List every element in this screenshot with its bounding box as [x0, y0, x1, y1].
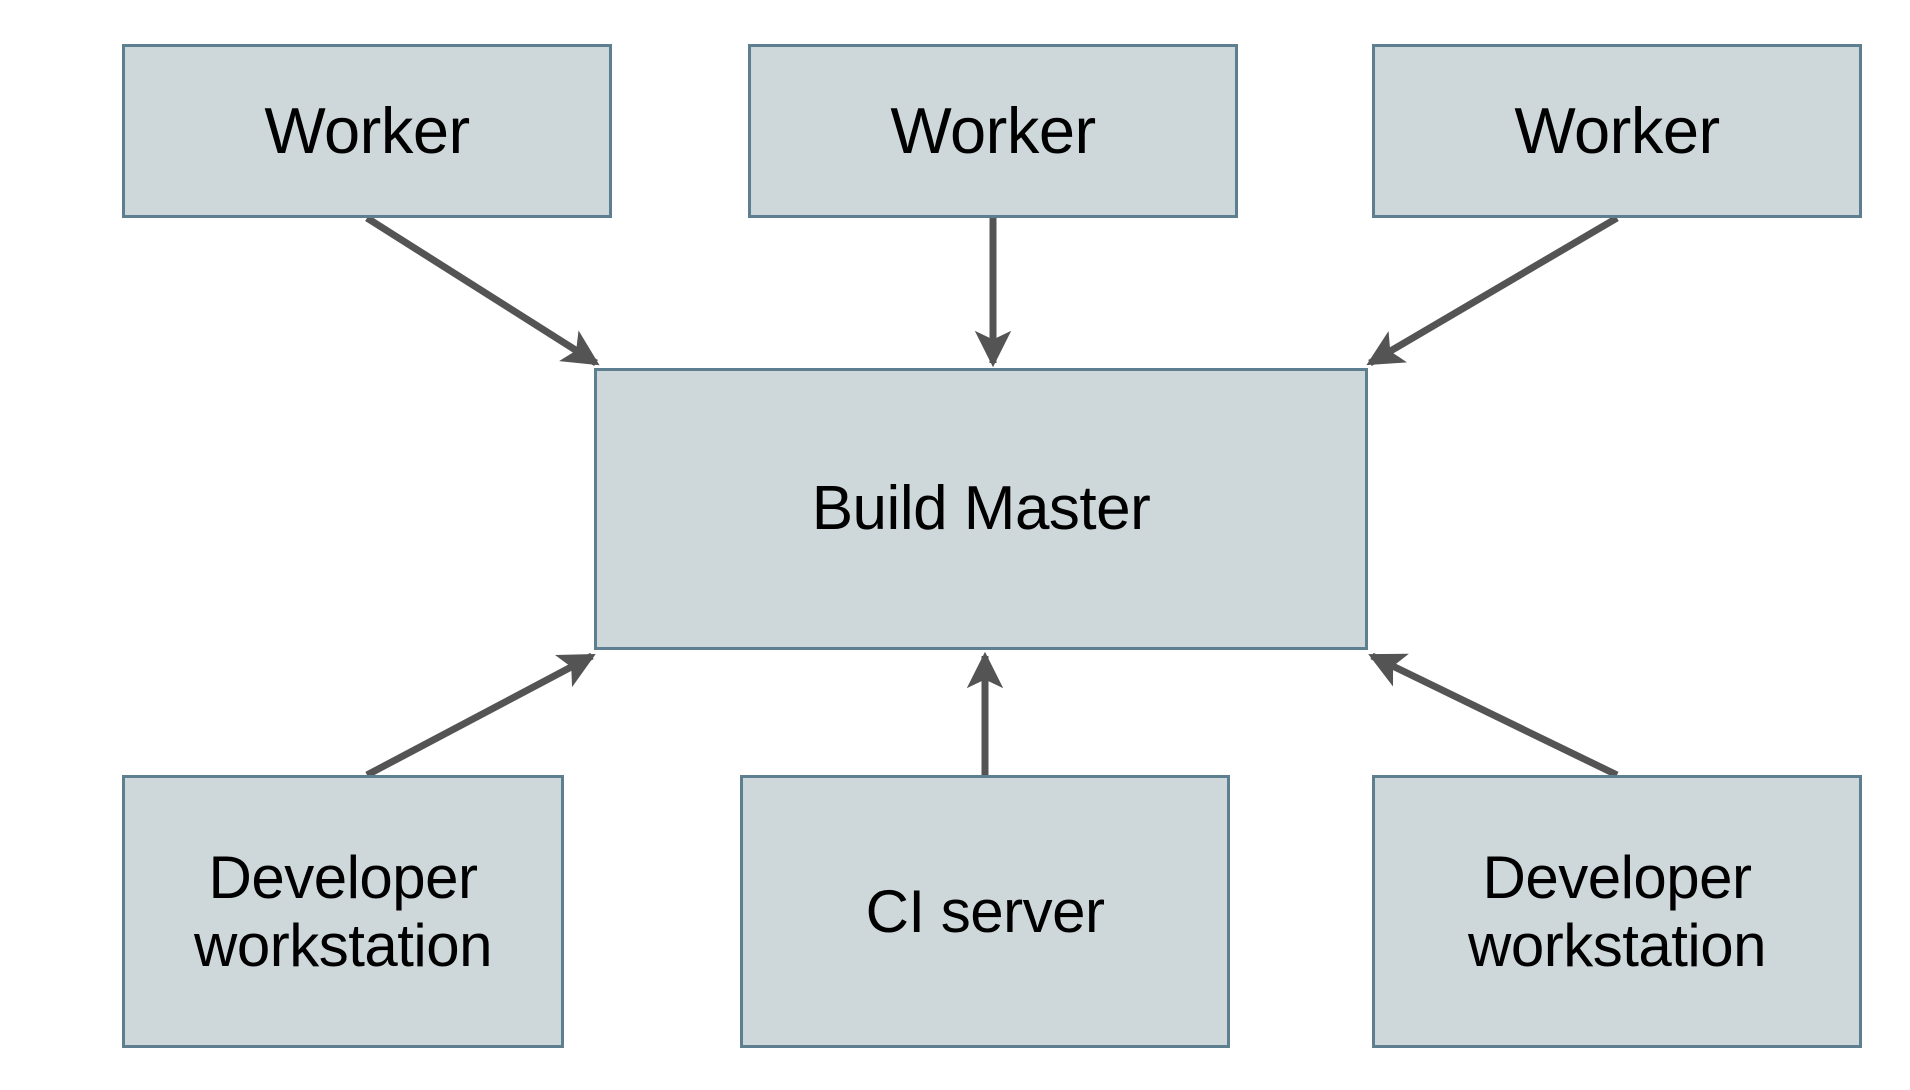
- node-build-master-label: Build Master: [811, 474, 1151, 544]
- edge-dev-right-to-build-master: [1368, 652, 1619, 779]
- node-worker-3[interactable]: Worker: [1372, 44, 1862, 218]
- node-ci-server-label: CI server: [865, 877, 1105, 945]
- node-developer-workstation-left-label: Developer workstation: [194, 844, 492, 979]
- node-worker-2-label: Worker: [890, 93, 1096, 167]
- edge-worker-3-to-build-master: [1366, 214, 1619, 367]
- node-developer-workstation-right-label: Developer workstation: [1468, 844, 1766, 979]
- node-ci-server[interactable]: CI server: [740, 775, 1230, 1048]
- node-developer-workstation-right[interactable]: Developer workstation: [1372, 775, 1862, 1048]
- node-worker-1-label: Worker: [264, 93, 470, 167]
- edge-worker-1-to-build-master: [365, 215, 600, 366]
- edge-dev-left-to-build-master: [365, 652, 596, 779]
- node-worker-3-label: Worker: [1514, 93, 1720, 167]
- node-worker-1[interactable]: Worker: [122, 44, 612, 218]
- node-developer-workstation-left[interactable]: Developer workstation: [122, 775, 564, 1048]
- node-worker-2[interactable]: Worker: [748, 44, 1238, 218]
- node-build-master[interactable]: Build Master: [594, 368, 1368, 650]
